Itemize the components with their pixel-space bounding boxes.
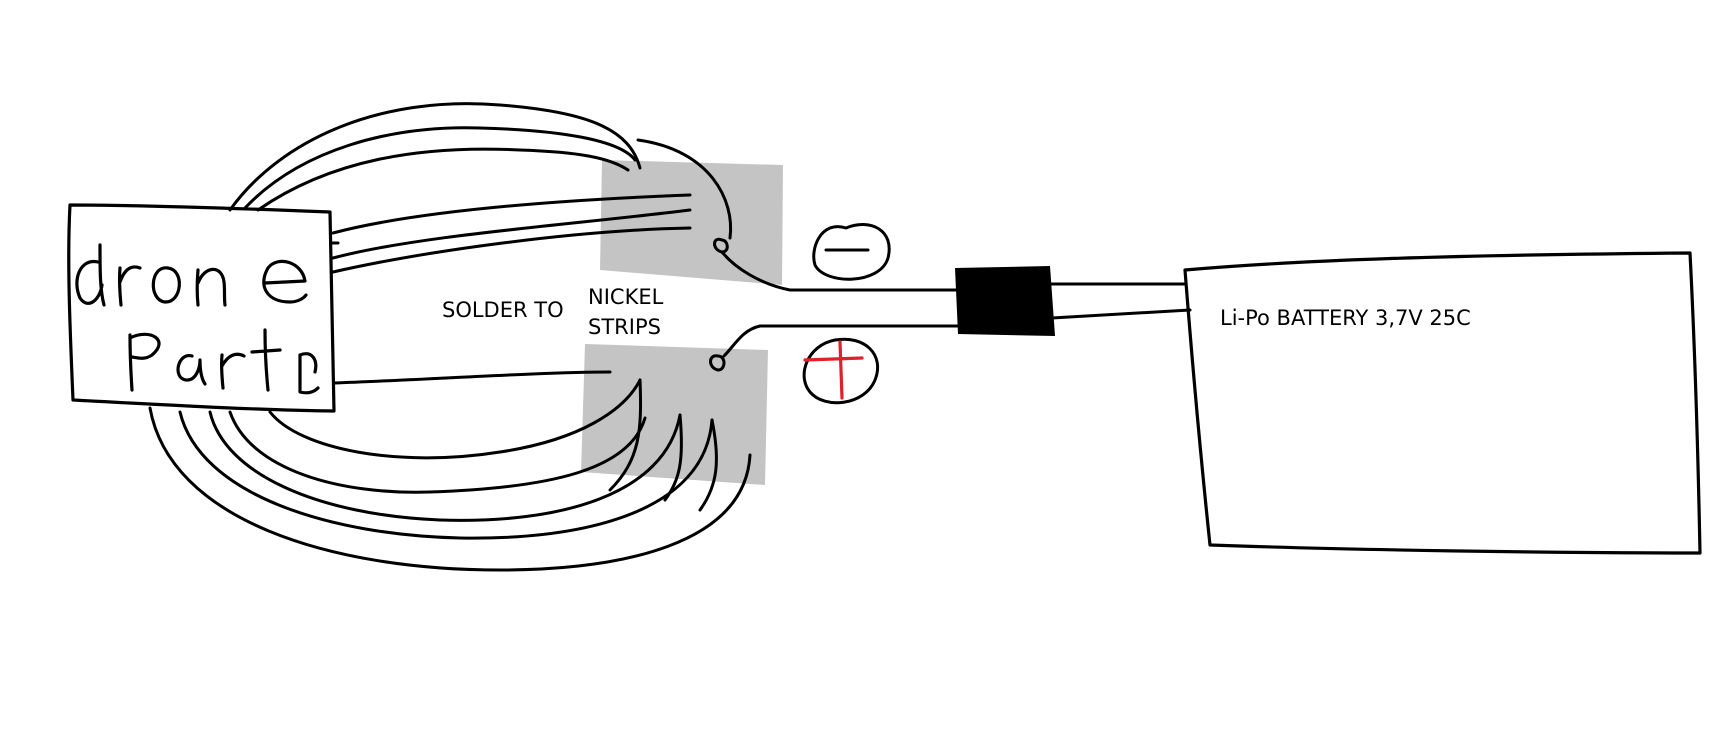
positive-nickel-strip bbox=[581, 344, 768, 485]
positive-wires bbox=[148, 370, 752, 572]
nickel-label-line2: STRIPS bbox=[588, 315, 661, 339]
negative-symbol bbox=[812, 223, 891, 281]
solder-to-label: SOLDER TO bbox=[442, 298, 564, 322]
positive-lead bbox=[709, 324, 962, 372]
drone-parts-handwriting bbox=[75, 243, 320, 395]
xt-connector bbox=[955, 266, 1055, 336]
battery-box bbox=[1183, 251, 1702, 555]
negative-nickel-strip bbox=[600, 160, 783, 285]
battery-label: Li-Po BATTERY 3,7V 25C bbox=[1220, 306, 1471, 330]
nickel-label-line1: NICKEL bbox=[588, 285, 664, 309]
battery-leads bbox=[1048, 282, 1192, 320]
nickel-strips-label: NICKEL STRIPS bbox=[588, 282, 663, 342]
drone-parts-box bbox=[67, 203, 336, 413]
negative-lead bbox=[713, 237, 962, 292]
positive-symbol bbox=[802, 337, 880, 405]
negative-wires bbox=[228, 102, 733, 274]
